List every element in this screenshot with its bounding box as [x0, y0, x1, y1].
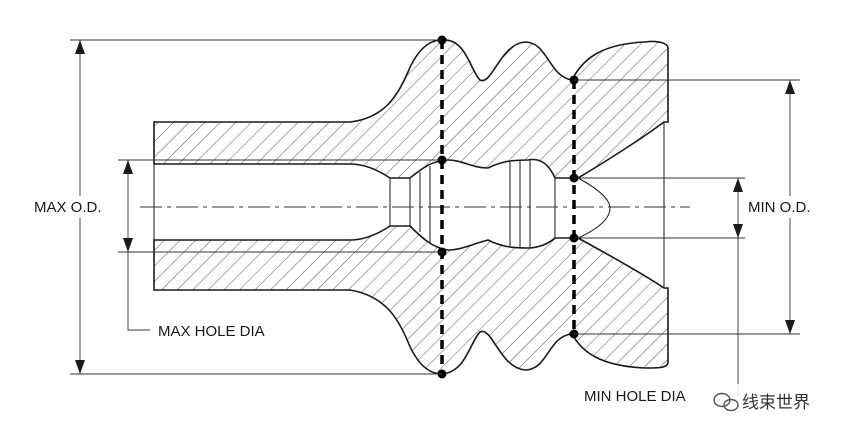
lower-section [153, 225, 669, 375]
max-od-label: MAX O.D. [34, 199, 102, 216]
upper-section [153, 39, 669, 179]
watermark-text: 线束世界 [742, 393, 810, 413]
bore-lines [153, 122, 665, 288]
dimension-arrowheads [75, 40, 795, 374]
watermark: 线束世界 [708, 384, 838, 418]
min-od-label: MIN O.D. [748, 199, 811, 216]
min-hole-dia-label: MIN HOLE DIA [584, 388, 686, 405]
wechat-icon [713, 392, 739, 412]
max-hole-dia-label: MAX HOLE DIA [158, 323, 265, 340]
